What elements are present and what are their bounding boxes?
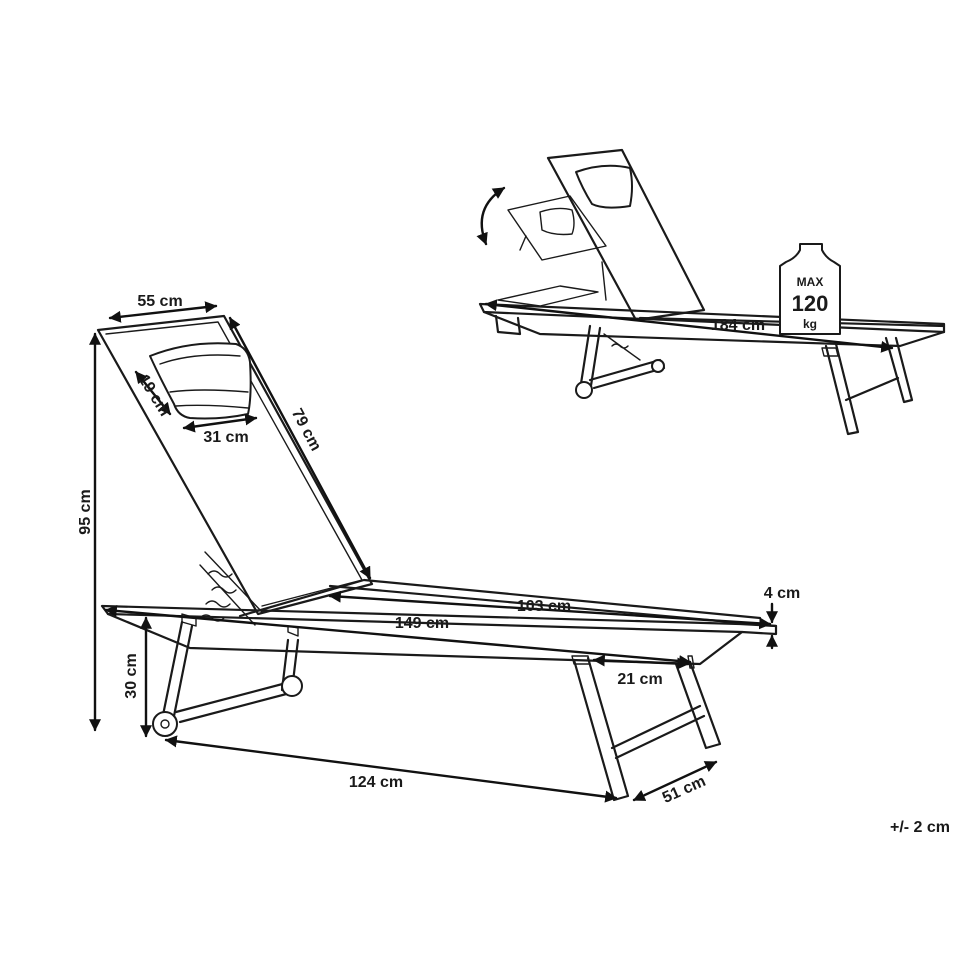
dim-line-footprint: [164, 735, 618, 803]
label-seat-length: 103 cm: [517, 598, 571, 615]
small-wheel: [575, 381, 593, 399]
label-thickness: 4 cm: [764, 585, 800, 602]
weight-value: 120: [792, 291, 829, 316]
label-rear-extension: 21 cm: [617, 671, 662, 688]
main-lounger-illustration: [96, 314, 778, 802]
tolerance-note: +/- 2 cm: [890, 819, 950, 836]
weight-unit: kg: [803, 317, 817, 331]
adjustment-rack: [199, 570, 237, 622]
dim-line-width: [632, 760, 718, 802]
label-backrest-length: 79 cm: [288, 406, 324, 454]
wheel: [152, 711, 178, 737]
dim-line-frame-length: [104, 604, 692, 668]
label-leg-height: 30 cm: [123, 653, 140, 698]
weight-max-label: MAX: [797, 275, 824, 289]
label-pillow-width: 31 cm: [203, 429, 248, 446]
label-headrest-width: 55 cm: [137, 293, 182, 310]
dim-line-flat-length: [484, 299, 894, 353]
small-pillow: [575, 164, 633, 209]
dim-line-pillow-height: [134, 370, 172, 416]
rear-crossbar: [174, 680, 296, 724]
rotate-arrow-icon: [476, 186, 506, 246]
weight-icon: MAX 120 kg: [779, 243, 841, 335]
dim-line-pillow-width: [182, 413, 258, 433]
label-flat-length: 184 cm: [711, 317, 765, 334]
dim-line-headrest-width: [108, 301, 218, 323]
front-leg: [572, 656, 630, 802]
dimension-lines: [89, 299, 894, 803]
dim-line-backrest: [228, 316, 372, 580]
front-leg-2: [674, 660, 722, 750]
wheel-2: [281, 675, 303, 697]
label-total-height: 95 cm: [77, 489, 94, 534]
flat-lounger-illustration: [478, 148, 946, 436]
dim-line-rear-extension: [592, 654, 690, 670]
front-crossbar: [610, 704, 706, 760]
label-frame-length: 149 cm: [395, 615, 449, 632]
label-footprint-length: 124 cm: [349, 774, 403, 791]
